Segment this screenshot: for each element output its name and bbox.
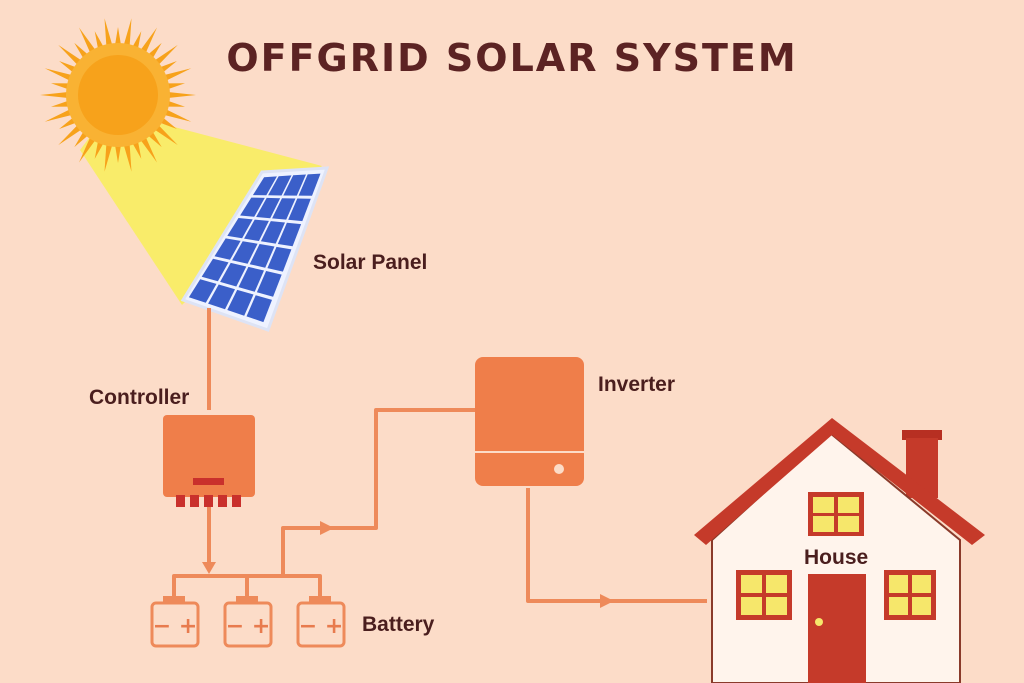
- wire-battery-inverter: [281, 408, 476, 576]
- controller-icon: [163, 415, 255, 507]
- battery-icon-2: [223, 596, 273, 648]
- arrow-down-battery: [202, 562, 216, 574]
- sun-icon: [40, 18, 196, 172]
- arrow-right-house-wire: [600, 594, 614, 608]
- battery-icon-1: [150, 596, 200, 648]
- label-solar-panel: Solar Panel: [313, 251, 428, 274]
- battery-icon-3: [296, 596, 346, 648]
- wire-inverter-house: [526, 488, 707, 603]
- label-house: House: [804, 546, 869, 569]
- wiring: [172, 308, 707, 603]
- battery-sign-1: − +: [153, 614, 198, 639]
- sun-beam: [80, 110, 322, 305]
- inverter-icon: [475, 357, 584, 486]
- house-window-right: [884, 570, 936, 620]
- label-battery: Battery: [362, 613, 435, 636]
- flow-arrows: [202, 521, 614, 608]
- battery-sign-3: − +: [299, 614, 344, 639]
- page-title: OFFGRID SOLAR SYSTEM: [226, 36, 798, 80]
- house-door: [808, 574, 866, 683]
- battery-sign-2: − +: [226, 614, 271, 639]
- house-icon: [694, 418, 985, 683]
- arrow-right-inverter-wire: [320, 521, 334, 535]
- label-controller: Controller: [89, 386, 190, 409]
- house-window-left: [736, 570, 792, 620]
- house-window-top: [808, 492, 864, 536]
- solar-panel-icon: [180, 166, 330, 332]
- label-inverter: Inverter: [598, 373, 676, 396]
